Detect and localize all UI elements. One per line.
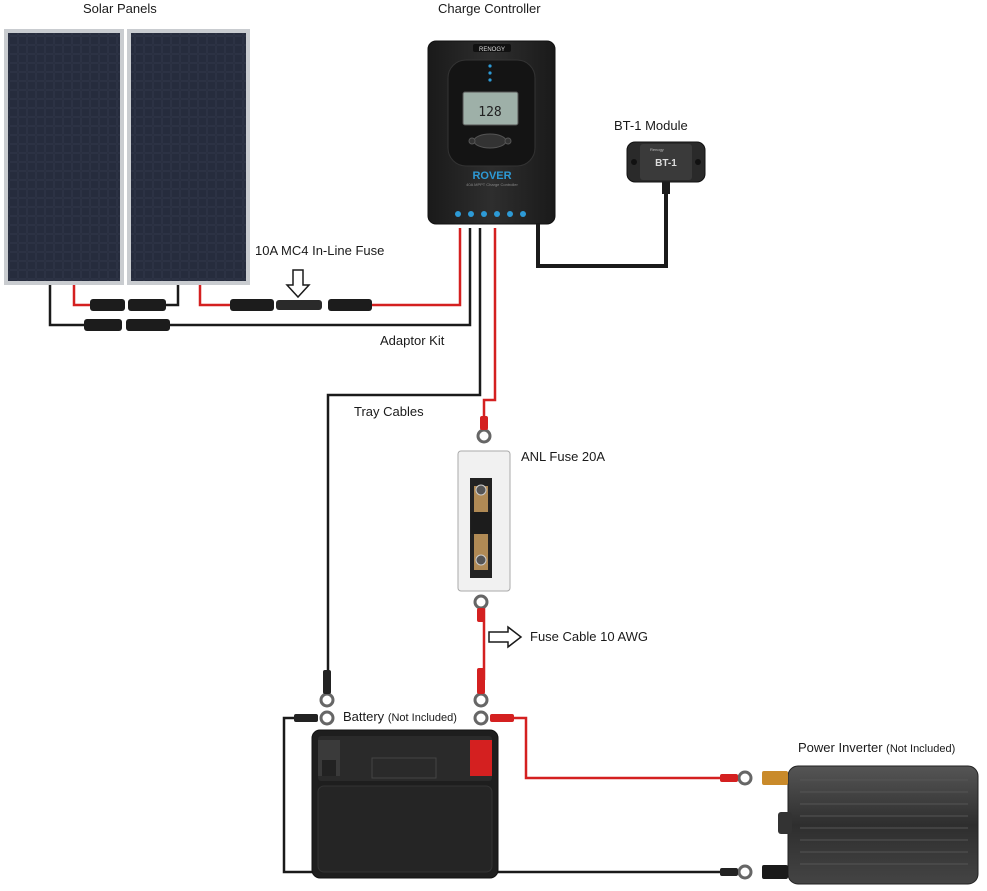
label-bt1-module: BT-1 Module: [614, 118, 688, 133]
inverter-name: Power Inverter: [798, 740, 883, 755]
controller-subtitle: 40A MPPT Charge Controller: [466, 182, 518, 187]
inverter-note: (Not Included): [886, 743, 956, 755]
label-battery: Battery (Not Included): [343, 709, 457, 724]
label-adaptor-kit: Adaptor Kit: [380, 333, 445, 348]
mc4-connector-icon: [84, 299, 372, 331]
panel-wires: [48, 228, 472, 327]
power-inverter: [762, 765, 979, 885]
bt1-brand: Renogy: [650, 147, 664, 152]
controller-model: ROVER: [472, 170, 511, 182]
label-fuse-cable: Fuse Cable 10 AWG: [530, 629, 649, 644]
controller-brand: RENOGY: [479, 47, 505, 53]
arrow-down-icon: [285, 269, 311, 299]
charge-controller: RENOGY 128 ROVER 40A MPPT Charge Control…: [427, 40, 556, 225]
label-anl-fuse: ANL Fuse 20A: [521, 449, 606, 464]
label-charge-controller: Charge Controller: [438, 1, 541, 16]
solar-panel-left: [4, 29, 124, 285]
label-power-inverter: Power Inverter (Not Included): [798, 740, 955, 755]
battery-name: Battery: [343, 709, 385, 724]
ring-terminal-sleeves: [294, 416, 738, 876]
bt1-device-label: BT-1: [655, 158, 677, 169]
battery-note: (Not Included): [387, 712, 457, 724]
arrow-right-icon: [488, 625, 523, 649]
bt1-module: BT-1 Renogy: [626, 141, 706, 194]
label-tray-cables: Tray Cables: [354, 404, 424, 419]
solar-panel-right: [127, 29, 250, 285]
label-inline-fuse: 10A MC4 In-Line Fuse: [255, 243, 385, 258]
battery: [311, 729, 499, 879]
anl-fuse: [457, 450, 511, 592]
controller-terminals: [455, 211, 526, 217]
bt1-cable: [536, 194, 668, 268]
label-solar-panels: Solar Panels: [83, 1, 157, 16]
inverter-cables: [282, 716, 720, 874]
lcd-reading: 128: [478, 105, 501, 120]
